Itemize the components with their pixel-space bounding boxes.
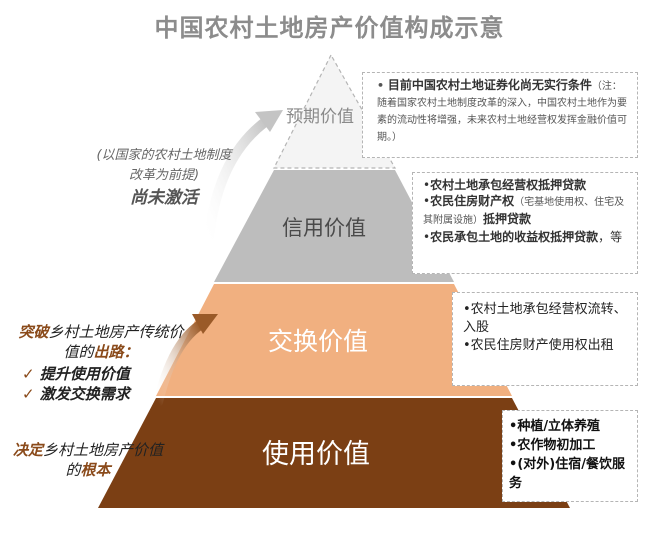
desc-exchange-2-text: 农民住房财产使用权出租	[470, 338, 614, 353]
note-use-bold2: 根本	[80, 461, 111, 479]
tier-label-exchange: 交换价值	[268, 327, 369, 356]
note-exchange-item-2: ✓ 激发交换需求	[12, 384, 190, 404]
note-expected-bold: 尚未激活	[130, 188, 198, 208]
desc-credit-3-rest: ，等	[598, 230, 623, 244]
note-use-bold: 决定	[12, 441, 43, 459]
desc-expected-bullet: • 目前中国农村土地证券化尚无实行条件（注：随着国家农村土地制度改革的深入，中国…	[377, 78, 627, 143]
check-icon: ✓	[22, 385, 40, 403]
desc-use-1-text: 种植/立体养殖	[517, 419, 601, 434]
desc-use-bullet-1: •种植/立体养殖	[509, 419, 601, 434]
desc-expected-note: （注：随着国家农村土地制度改革的深入，中国农村土地作为要素的流动性将增强，未来农…	[377, 81, 627, 143]
tier-label-expected: 预期价值	[286, 107, 354, 127]
desc-box-expected: • 目前中国农村土地证券化尚无实行条件（注：随着国家农村土地制度改革的深入，中国…	[362, 72, 638, 158]
desc-credit-bullet-3: •农民承包土地的收益权抵押贷款，等	[423, 230, 623, 244]
check-icon: ✓	[22, 365, 40, 383]
tier-use-value	[98, 398, 570, 508]
desc-use-bullet-2: •农作物初加工	[509, 438, 596, 453]
desc-exchange-1-text: 农村土地承包经营权流转、入股	[463, 302, 627, 335]
note-exchange-lead-rest: 乡村土地房产传统价值的	[48, 323, 184, 361]
desc-credit-2-bold2: 抵押贷款	[483, 212, 532, 226]
desc-use-bullet-3: •(对外)住宿/餐饮服务	[509, 457, 625, 491]
desc-box-exchange: •农村土地承包经营权流转、入股 •农民住房财产使用权出租	[452, 292, 638, 386]
note-use: 决定乡村土地房产价值的根本	[8, 440, 168, 480]
tier-label-use: 使用价值	[262, 439, 370, 470]
note-use-rest: 乡村土地房产价值的	[43, 441, 164, 479]
desc-expected-bold: 目前中国农村土地证券化尚无实行条件	[387, 78, 592, 92]
desc-exchange-bullet-2: •农民住房财产使用权出租	[463, 338, 614, 353]
note-exchange-lead-bold2: 出路：	[93, 343, 139, 361]
note-expected-paren: (以国家的农村土地制度改革为前提)	[96, 148, 232, 183]
note-exchange-item-2-text: 激发交换需求	[39, 385, 130, 403]
note-expected: (以国家的农村土地制度改革为前提) 尚未激活	[96, 146, 232, 208]
note-exchange-lead-bold: 突破	[18, 323, 49, 341]
arrow-to-exchange	[153, 320, 205, 407]
desc-box-credit: •农村土地承包经营权抵押贷款 •农民住房财产权（宅基地使用权、住宅及其附属设施）…	[412, 172, 638, 274]
desc-credit-2-bold: 农民住房财产权	[430, 194, 515, 208]
arrow-to-exchange-head	[192, 314, 218, 334]
arrow-to-expected	[203, 117, 270, 253]
desc-box-use: •种植/立体养殖 •农作物初加工 •(对外)住宿/餐饮服务	[502, 410, 638, 502]
desc-credit-2-note: （宅基地使用权、住宅及其附属设施）	[423, 197, 625, 226]
desc-use-3-text: (对外)住宿/餐饮服务	[509, 457, 625, 491]
tier-exchange-value	[156, 284, 512, 396]
desc-credit-bullet-2: •农民住房财产权（宅基地使用权、住宅及其附属设施）抵押贷款	[423, 194, 625, 226]
desc-credit-bullet-1: •农村土地承包经营权抵押贷款	[423, 178, 587, 192]
page-title: 中国农村土地房产价值构成示意	[154, 14, 505, 42]
arrow-to-expected-head	[255, 110, 283, 132]
note-exchange-item-1: ✓ 提升使用价值	[12, 364, 190, 384]
note-exchange: 突破乡村土地房产传统价值的出路： ✓ 提升使用价值 ✓ 激发交换需求	[12, 322, 190, 404]
desc-use-2-text: 农作物初加工	[517, 438, 596, 453]
note-exchange-lead: 突破乡村土地房产传统价值的出路：	[12, 322, 190, 362]
desc-credit-3-bold: 农民承包土地的收益权抵押贷款	[430, 230, 599, 244]
desc-credit-1-text: 农村土地承包经营权抵押贷款	[430, 178, 587, 192]
desc-exchange-bullet-1: •农村土地承包经营权流转、入股	[463, 302, 627, 335]
tier-label-credit: 信用价值	[282, 216, 366, 240]
note-exchange-item-1-text: 提升使用价值	[39, 365, 130, 383]
tier-credit-value	[214, 170, 454, 282]
